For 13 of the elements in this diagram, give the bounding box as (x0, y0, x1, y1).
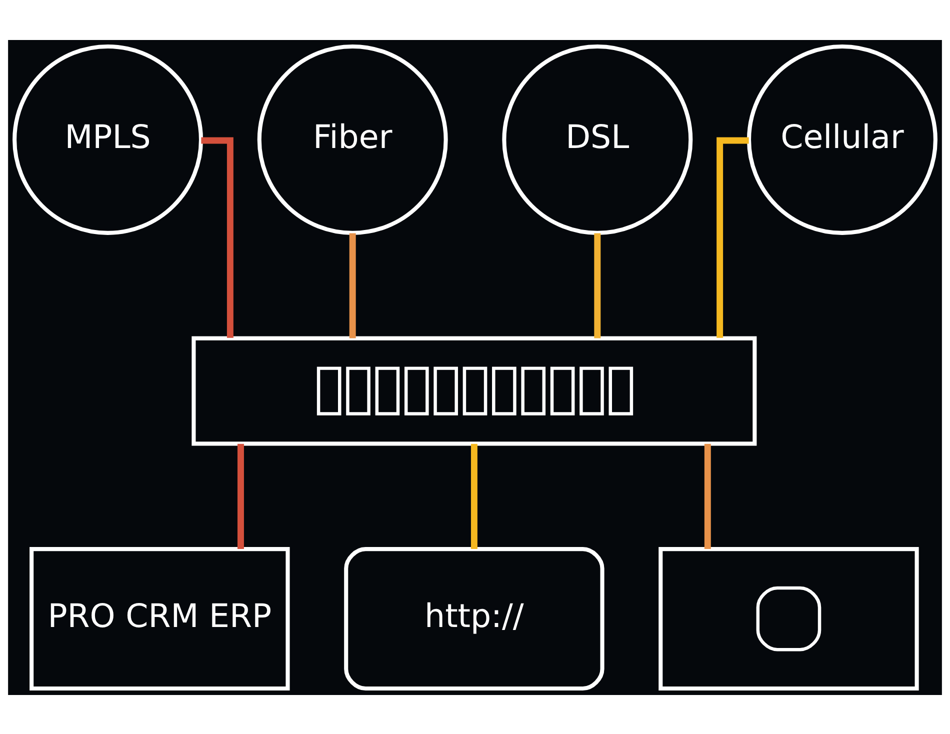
connector (704, 443, 711, 548)
connector (237, 443, 244, 548)
node-person (658, 546, 919, 690)
connector (349, 232, 356, 338)
node-box: http:// (344, 546, 604, 690)
node-circle: Cellular (746, 44, 938, 234)
node-box: PRO CRM ERP (30, 546, 290, 690)
connector (470, 443, 478, 548)
connector (594, 232, 601, 338)
node-circle: Fiber (257, 44, 448, 234)
node-box (192, 336, 757, 446)
node-circle: MPLS (12, 44, 204, 234)
node-circle: DSL (502, 44, 693, 234)
